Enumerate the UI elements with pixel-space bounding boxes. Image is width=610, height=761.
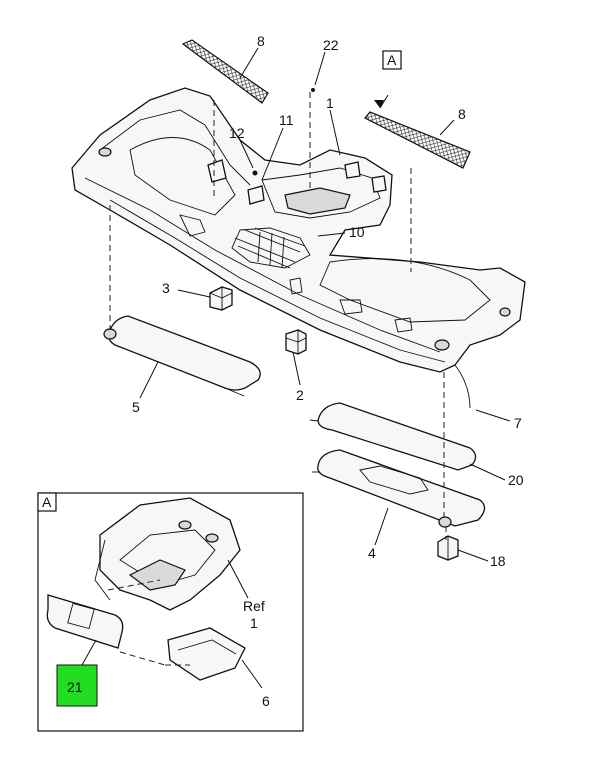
- detail-box-label: A: [42, 494, 52, 510]
- pocket-door-21: [46, 594, 124, 649]
- console-detail: [94, 497, 241, 611]
- detail-view-a: A Ref 1 6 21: [37, 492, 304, 732]
- tray-part-6: [167, 627, 246, 681]
- callout-21: 21: [67, 679, 83, 695]
- screw-part-12: [252, 170, 258, 176]
- callout-1: 1: [326, 95, 334, 111]
- callout-7: 7: [514, 415, 522, 431]
- view-a-pointer: A: [382, 50, 402, 70]
- sun-visor-right-lower: [312, 449, 486, 528]
- alignment-lines: [109, 92, 447, 540]
- callout-6: 6: [262, 693, 270, 709]
- callout-20: 20: [508, 472, 524, 488]
- detail-ref-line2: 1: [250, 615, 258, 631]
- callout-11: 11: [279, 112, 294, 128]
- callout-4: 4: [368, 545, 376, 561]
- mesh-trim-right: [364, 111, 471, 169]
- callout-22: 22: [323, 37, 339, 53]
- screw-part-22: [311, 88, 315, 92]
- clip-part-3: [209, 286, 233, 311]
- callout-8-left: 8: [257, 33, 265, 49]
- callout-5: 5: [132, 399, 140, 415]
- sun-visor-left: [103, 315, 261, 397]
- callout-12: 12: [229, 125, 245, 141]
- leader-lines: [139, 47, 511, 562]
- sun-visor-right-upper: [309, 402, 477, 471]
- callout-8-right: 8: [458, 106, 466, 122]
- mesh-trim-left: [181, 39, 269, 104]
- view-a-pointer-label: A: [387, 52, 397, 68]
- callout-numbers: 8 22 1 8 11 12 10 3 2 5 7 20 4 18: [132, 33, 524, 569]
- clip-part-2: [285, 329, 307, 355]
- callout-10: 10: [349, 224, 365, 240]
- callout-18: 18: [490, 553, 506, 569]
- highlight-21-box: [56, 664, 98, 707]
- detail-ref-line1: Ref: [243, 598, 265, 614]
- visor-bracket-18: [437, 535, 459, 561]
- overhead-console-assembly: [71, 87, 526, 409]
- callout-3: 3: [162, 280, 170, 296]
- callout-2: 2: [296, 387, 304, 403]
